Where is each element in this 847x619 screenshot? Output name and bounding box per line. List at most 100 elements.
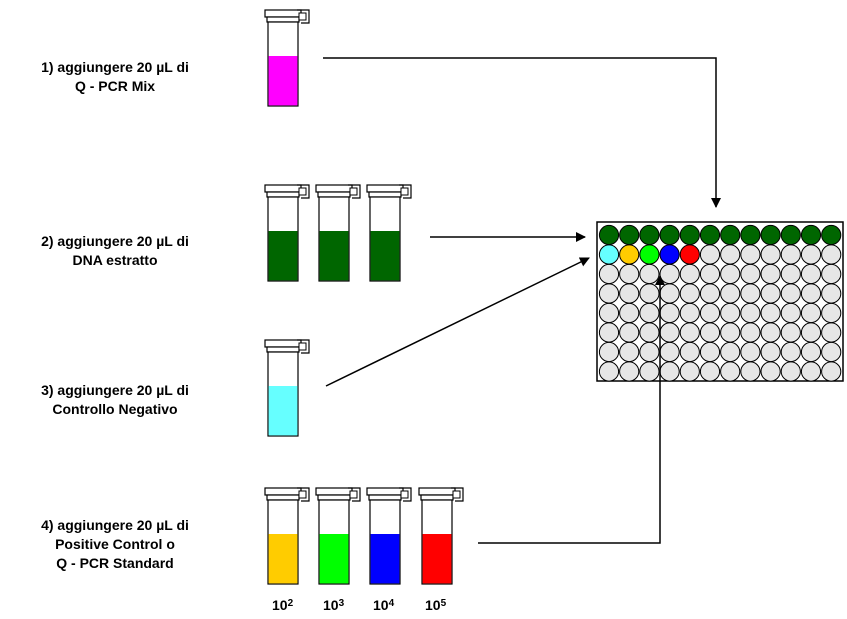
plate-well-r2-c6 bbox=[699, 244, 721, 265]
step-1-line-2: Q - PCR Mix bbox=[74, 78, 156, 94]
arrow-pcr-mix bbox=[323, 57, 721, 208]
plate-well-r7-c2 bbox=[619, 341, 640, 363]
plate-well-r2-c10 bbox=[780, 244, 801, 265]
tube-pcr-mix-liquid bbox=[268, 56, 298, 106]
plate-well-r7-c1 bbox=[598, 341, 620, 363]
plate-well-r1-c8 bbox=[740, 224, 761, 246]
dilution-label-3: 104 bbox=[373, 597, 395, 613]
plate-well-r5-c9 bbox=[760, 302, 781, 324]
plate-well-r6-c6 bbox=[699, 322, 721, 343]
plate-well-r8-c7 bbox=[720, 361, 741, 382]
plate-well-r4-c11 bbox=[800, 283, 822, 304]
plate-well-r1-c10 bbox=[780, 224, 801, 246]
tube-standard-1e2-liquid bbox=[268, 534, 298, 584]
plate-well-r7-c9 bbox=[760, 341, 781, 363]
tube-pcr-mix bbox=[264, 9, 310, 107]
plate-well-r4-c6 bbox=[699, 283, 721, 304]
plate-well-r7-c4 bbox=[659, 341, 680, 363]
plate-well-r1-c3 bbox=[639, 224, 660, 246]
plate-well-r2-c9 bbox=[760, 244, 781, 265]
plate-well-r4-c12 bbox=[821, 283, 842, 304]
plate-well-r1-c4 bbox=[659, 224, 680, 246]
plate-well-r4-c2 bbox=[619, 283, 640, 304]
plate-well-r5-c1 bbox=[598, 302, 620, 324]
plate-well-r2-c8 bbox=[740, 244, 761, 265]
plate-well-r4-c4 bbox=[659, 283, 680, 304]
arrow-standards bbox=[478, 275, 665, 544]
plate-well-r3-c2 bbox=[619, 263, 640, 285]
plate-well-r4-c1 bbox=[598, 283, 620, 304]
tube-dna-1 bbox=[264, 184, 310, 282]
tube-dna-2-liquid bbox=[319, 231, 349, 281]
plate-well-r3-c11 bbox=[800, 263, 822, 285]
plate-well-r8-c1 bbox=[598, 361, 620, 382]
plate-well-r4-c8 bbox=[740, 283, 761, 304]
step-2-line-1: 2) aggiungere 20 µL di bbox=[41, 233, 189, 249]
plate-well-r5-c11 bbox=[800, 302, 822, 324]
plate-well-r6-c7 bbox=[720, 322, 741, 343]
tube-negative-control-liquid bbox=[268, 386, 298, 436]
plate-well-r6-c4 bbox=[659, 322, 680, 343]
tube-dna-2 bbox=[315, 184, 361, 282]
dilution-label-4: 105 bbox=[425, 597, 447, 613]
plate-well-r8-c3 bbox=[639, 361, 660, 382]
step-1-line-1: 1) aggiungere 20 µL di bbox=[41, 59, 189, 75]
plate-well-r3-c3 bbox=[639, 263, 660, 285]
plate-well-r3-c10 bbox=[780, 263, 801, 285]
tube-standard-1e5 bbox=[418, 487, 464, 585]
plate-well-r8-c8 bbox=[740, 361, 761, 382]
plate-well-r4-c10 bbox=[780, 283, 801, 304]
tube-standard-1e3 bbox=[315, 487, 361, 585]
plate-well-r3-c12 bbox=[821, 263, 842, 285]
step-3-line-2: Controllo Negativo bbox=[52, 401, 178, 417]
plate-well-r6-c8 bbox=[740, 322, 761, 343]
tube-negative-control bbox=[264, 339, 310, 437]
tube-standard-1e4-liquid bbox=[370, 534, 400, 584]
plate-well-r8-c9 bbox=[760, 361, 781, 382]
arrow-negative bbox=[325, 257, 590, 387]
plate-well-r5-c8 bbox=[740, 302, 761, 324]
dilution-label-1: 102 bbox=[272, 597, 294, 613]
plate-well-r2-c2 bbox=[619, 244, 640, 265]
tube-standard-1e2 bbox=[264, 487, 310, 585]
plate-well-r6-c12 bbox=[821, 322, 842, 343]
plate-well-r5-c4 bbox=[659, 302, 680, 324]
plate-well-r7-c8 bbox=[740, 341, 761, 363]
plate-well-r4-c3 bbox=[639, 283, 660, 304]
plate-well-r2-c1 bbox=[598, 244, 620, 265]
plate-well-r4-c9 bbox=[760, 283, 781, 304]
step-2-line-2: DNA estratto bbox=[72, 252, 158, 268]
plate-well-r5-c6 bbox=[699, 302, 721, 324]
plate-well-r5-c2 bbox=[619, 302, 640, 324]
step-4-line-2: Positive Control o bbox=[55, 536, 175, 552]
plate-well-r3-c8 bbox=[740, 263, 761, 285]
dilution-label-2: 103 bbox=[323, 597, 345, 613]
plate-well-r3-c9 bbox=[760, 263, 781, 285]
tube-standard-1e5-liquid bbox=[422, 534, 452, 584]
plate-well-r8-c12 bbox=[821, 361, 842, 382]
plate-well-r7-c7 bbox=[720, 341, 741, 363]
plate-well-r2-c3 bbox=[639, 244, 660, 265]
plate-well-r6-c10 bbox=[780, 322, 801, 343]
plate-well-r8-c5 bbox=[679, 361, 700, 382]
plate-well-r7-c3 bbox=[639, 341, 660, 363]
step-2-label: 2) aggiungere 20 µL di DNA estratto bbox=[10, 232, 220, 270]
plate-well-r2-c12 bbox=[821, 244, 842, 265]
plate-well-r1-c6 bbox=[699, 224, 721, 246]
plate-well-r7-c10 bbox=[780, 341, 801, 363]
plate-well-r5-c7 bbox=[720, 302, 741, 324]
tube-standard-1e3-liquid bbox=[319, 534, 349, 584]
plate-well-r3-c5 bbox=[679, 263, 700, 285]
plate-well-r7-c11 bbox=[800, 341, 822, 363]
plate-well-r8-c11 bbox=[800, 361, 822, 382]
arrows bbox=[323, 57, 721, 544]
plate-well-r3-c6 bbox=[699, 263, 721, 285]
plate-well-r5-c3 bbox=[639, 302, 660, 324]
plate-well-r8-c6 bbox=[699, 361, 721, 382]
step-1-label: 1) aggiungere 20 µL di Q - PCR Mix bbox=[10, 58, 220, 96]
step-4-line-1: 4) aggiungere 20 µL di bbox=[41, 517, 189, 533]
plate-well-r5-c12 bbox=[821, 302, 842, 324]
tube-standard-1e4 bbox=[366, 487, 412, 585]
plate-well-r2-c7 bbox=[720, 244, 741, 265]
